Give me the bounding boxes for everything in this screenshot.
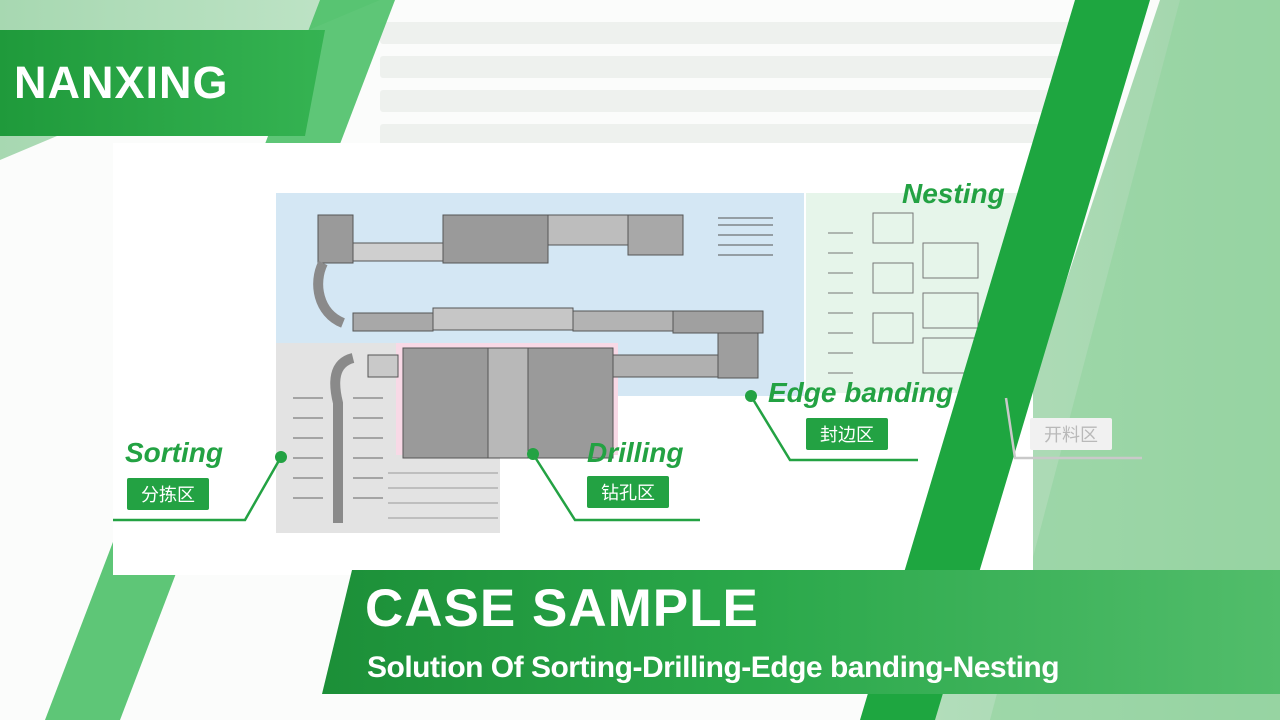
sorting-badge: 分拣区 [127, 478, 209, 510]
production-line-drawing [293, 212, 979, 523]
nesting-label: Nesting [902, 178, 1005, 209]
title-banner [322, 570, 1280, 694]
blurred-background-table [380, 10, 1080, 150]
brand-logo: NANXING [0, 30, 325, 136]
nesting-badge: 开料区 [1030, 418, 1112, 450]
banner-subtitle: Solution Of Sorting-Drilling-Edge bandin… [367, 651, 1060, 684]
edge-banding-label: Edge banding [768, 377, 954, 408]
brand-logo-text: NANXING [14, 57, 229, 108]
drilling-label: Drilling [587, 437, 684, 468]
sorting-label: Sorting [125, 437, 223, 468]
edge-banding-badge: 封边区 [806, 418, 888, 450]
drilling-badge: 钻孔区 [587, 476, 669, 508]
layout-diagram [113, 143, 1033, 575]
banner-title: CASE SAMPLE [365, 579, 759, 638]
